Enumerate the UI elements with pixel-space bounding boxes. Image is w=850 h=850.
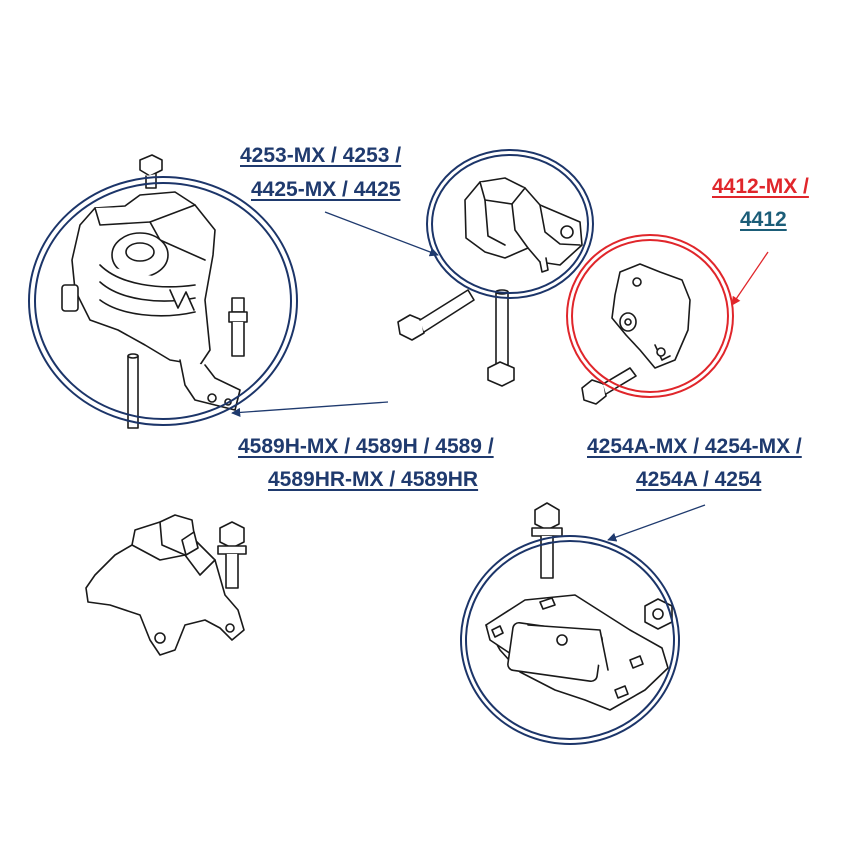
upper-mount-drawing: [464, 177, 583, 273]
torque-mount-label-line2: 4412: [740, 208, 787, 231]
upper-mount-label-line1: 4253-MX / 4253 /: [240, 144, 402, 167]
right-engine-mount-drawing: [61, 154, 248, 429]
upper-mount-label-line2: 4425-MX / 4425: [251, 178, 401, 201]
torque-mount-label-line1: 4412-MX /: [712, 175, 809, 198]
transmission-mount-highlight-circle: [460, 535, 680, 745]
right-mount-label-line1: 4589H-MX / 4589H / 4589 /: [238, 435, 494, 458]
upper-mount-highlight-circle: [426, 149, 594, 299]
mount-bracket-drawing: [85, 514, 247, 656]
transmission-mount-label-line1: 4254A-MX / 4254-MX /: [587, 435, 802, 458]
torque-mount-highlight-circle: [566, 234, 734, 398]
torque-mount-drawing: [581, 263, 691, 405]
torque-mount-leader-arrow: [731, 251, 769, 306]
transmission-mount-leader-arrow: [607, 504, 706, 542]
right-mount-label-line2: 4589HR-MX / 4589HR: [268, 468, 479, 491]
right-mount-leader-arrow: [231, 401, 389, 417]
loose-bolts-drawing: [397, 289, 515, 387]
transmission-mount-drawing: [485, 502, 673, 711]
transmission-mount-label-line2: 4254A / 4254: [636, 468, 762, 491]
right-mount-highlight-circle: [28, 176, 298, 426]
upper-mount-leader-arrow: [324, 211, 439, 257]
